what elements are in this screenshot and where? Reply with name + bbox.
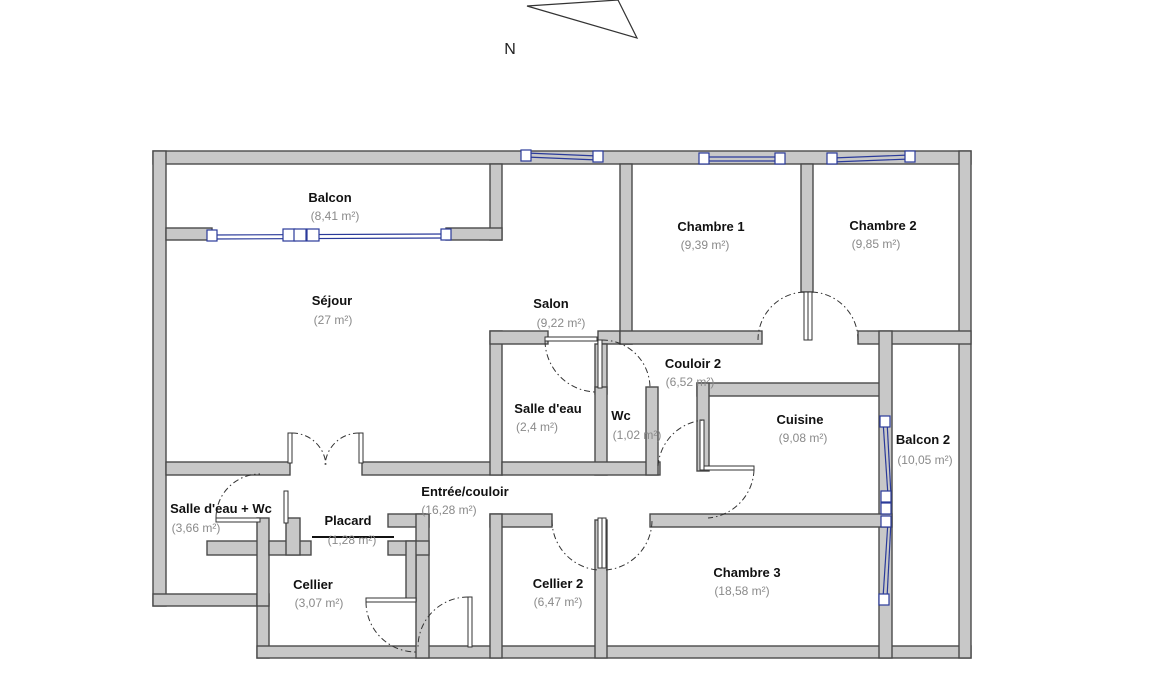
room-area-entree: (16,28 m²): [421, 503, 476, 517]
room-labels: Balcon (8,41 m²) Séjour (27 m²) Salon (9…: [170, 190, 953, 610]
room-area-wc: (1,02 m²): [613, 428, 662, 442]
wall-balcon-bottom-right: [445, 227, 503, 241]
wall-cuisine-top: [696, 382, 883, 397]
room-name-cellier2: Cellier 2: [533, 576, 584, 591]
room-area-chambre1: (9,39 m²): [681, 238, 730, 252]
wall-placard-left: [285, 517, 301, 556]
wall-chambre1-left: [619, 163, 633, 345]
door-chambres: [757, 291, 859, 341]
room-area-balcon: (8,41 m²): [311, 209, 360, 223]
room-area-cuisine: (9,08 m²): [779, 431, 828, 445]
wall-chambre2-bottom: [857, 330, 972, 345]
wall-sejour-bottom-left: [165, 461, 291, 476]
wall-chambre-divider: [800, 163, 814, 293]
room-area-chambre2: (9,85 m²): [852, 237, 901, 251]
wall-cellier-left-inner: [256, 517, 270, 607]
walls: [152, 150, 972, 659]
wall-salon-left: [489, 330, 503, 476]
wall-sdb-bottom: [206, 540, 261, 556]
window-cuisine-balcon2: [879, 415, 892, 503]
wall-cellier2-left: [489, 513, 503, 659]
window-chambre2: [826, 150, 916, 165]
wall-bottom-left: [152, 593, 264, 607]
room-name-placard: Placard: [325, 513, 372, 528]
room-name-sejour: Séjour: [312, 293, 352, 308]
wall-right: [958, 150, 972, 659]
wall-wc-right: [645, 386, 659, 476]
door-cellier: [365, 597, 417, 653]
room-area-salle-eau: (2,4 m²): [516, 420, 558, 434]
north-label: N: [504, 41, 516, 58]
door-cellier2-chambre3: [551, 517, 653, 571]
room-area-cellier: (3,07 m²): [295, 596, 344, 610]
room-name-salle-eau: Salle d'eau: [514, 401, 581, 416]
window-chambre3-balcon2: [878, 502, 892, 606]
wall-chambre3-top: [649, 513, 893, 528]
room-name-salon: Salon: [533, 296, 568, 311]
wall-chambre1-bottom: [619, 330, 763, 345]
door-wc: [597, 339, 651, 389]
room-name-balcon2: Balcon 2: [896, 432, 950, 447]
wall-placard-right: [415, 513, 430, 659]
wall-salon-bottom-a: [489, 330, 549, 345]
window-balcon: [206, 228, 452, 242]
room-area-couloir2: (6,52 m²): [666, 375, 715, 389]
door-sejour-double: [287, 432, 364, 467]
room-name-entree: Entrée/couloir: [421, 484, 508, 499]
room-area-chambre3: (18,58 m²): [714, 584, 769, 598]
doors: [215, 291, 859, 653]
wall-bottom: [256, 645, 972, 659]
room-name-chambre1: Chambre 1: [677, 219, 744, 234]
door-cuisine: [657, 419, 755, 519]
window-salon: [520, 149, 604, 163]
north-arrow-icon: [526, 0, 639, 39]
wall-sejour-bottom-right: [361, 461, 503, 476]
room-name-wc: Wc: [611, 408, 631, 423]
room-name-balcon: Balcon: [308, 190, 351, 205]
room-name-cuisine: Cuisine: [777, 412, 824, 427]
wall-cellier-right: [405, 540, 417, 602]
room-name-couloir2: Couloir 2: [665, 356, 721, 371]
wall-balcon-bottom-left: [165, 227, 213, 241]
room-area-salon: (9,22 m²): [537, 316, 586, 330]
room-area-cellier2: (6,47 m²): [534, 595, 583, 609]
door-salle-eau-wc: [215, 473, 289, 524]
room-area-placard: (1,28 m²): [328, 533, 377, 547]
wall-wc-bottom: [501, 461, 661, 476]
wall-left: [152, 150, 167, 607]
windows: [206, 149, 916, 606]
room-name-chambre2: Chambre 2: [849, 218, 916, 233]
door-entree: [417, 596, 473, 648]
room-area-sejour: (27 m²): [314, 313, 353, 327]
room-area-balcon2: (10,05 m²): [897, 453, 952, 467]
room-name-chambre3: Chambre 3: [713, 565, 780, 580]
door-salle-eau: [544, 336, 598, 393]
room-area-salle-eau-wc: (3,66 m²): [172, 521, 221, 535]
room-name-cellier: Cellier: [293, 577, 333, 592]
window-chambre1: [698, 152, 786, 165]
room-name-salle-eau-wc: Salle d'eau + Wc: [170, 501, 272, 516]
